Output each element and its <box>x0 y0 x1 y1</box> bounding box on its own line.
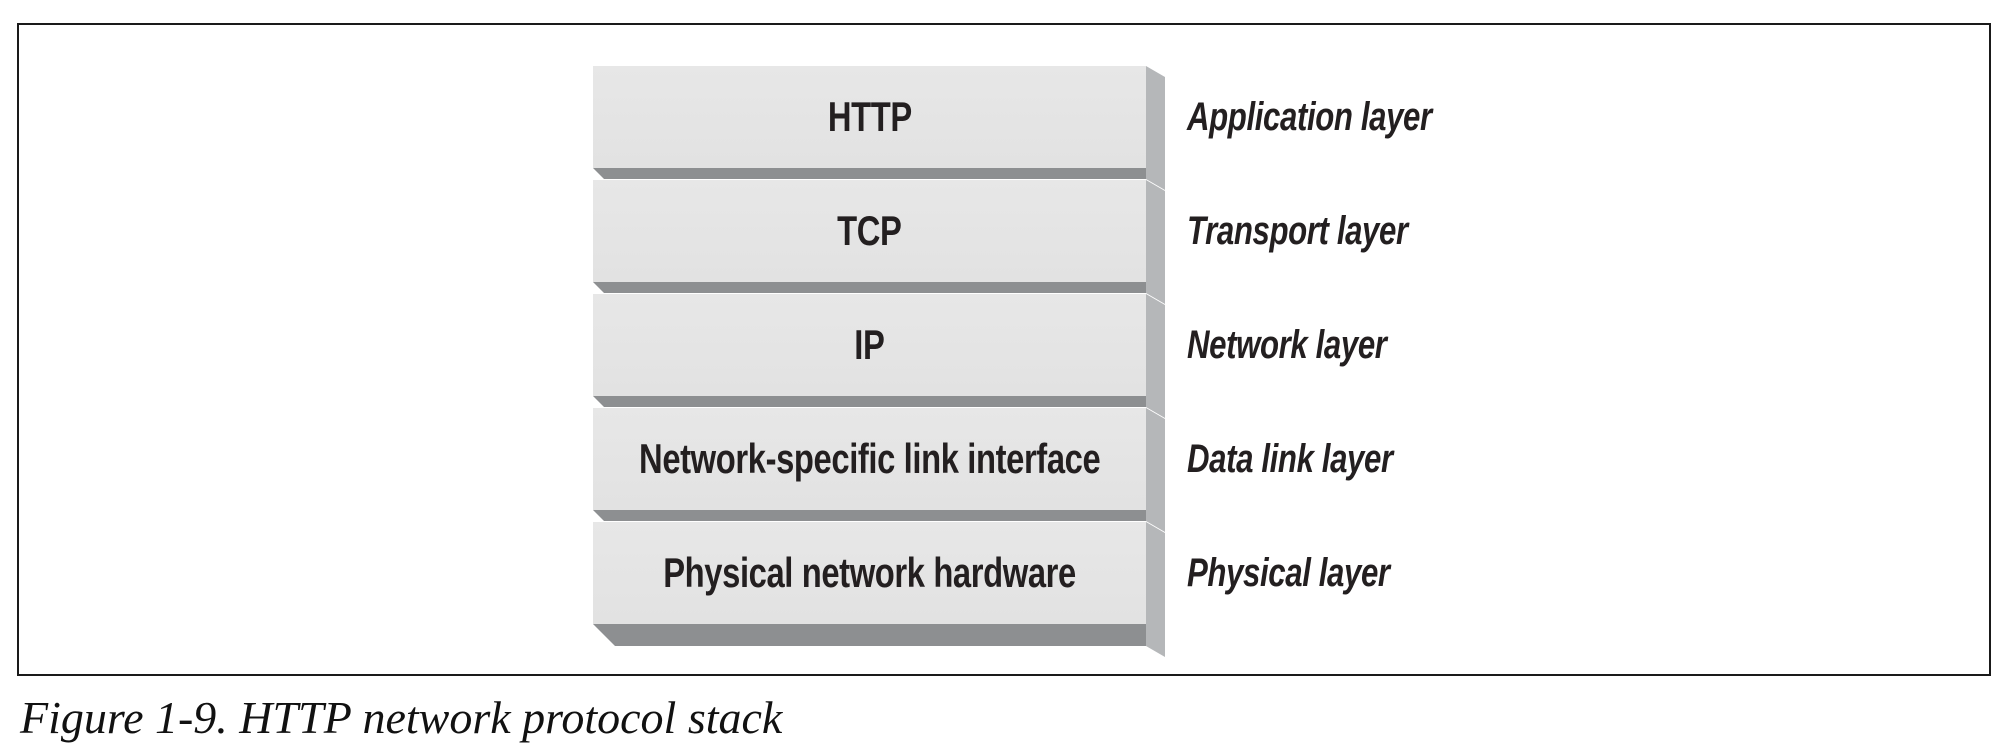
box-3d-bottom <box>593 282 1146 293</box>
protocol-label: TCP <box>837 207 902 254</box>
box-face: IP <box>593 294 1146 396</box>
box-3d-bottom <box>593 396 1146 407</box>
protocol-box-tcp: TCP <box>593 180 1165 315</box>
box-face: Physical network hardware <box>593 522 1146 624</box>
protocol-box-ip: IP <box>593 294 1165 429</box>
box-3d-side <box>1146 66 1165 190</box>
protocol-box-link-interface: Network-specific link interface <box>593 408 1165 543</box>
layer-label-physical: Physical layer <box>1187 551 1390 595</box>
box-face: TCP <box>593 180 1146 282</box>
box-3d-side <box>1146 408 1165 532</box>
protocol-label: IP <box>854 321 885 368</box>
box-3d-side <box>1146 522 1165 657</box>
box-3d-bottom <box>593 510 1146 521</box>
figure-caption: Figure 1-9. HTTP network protocol stack <box>20 692 783 743</box>
protocol-label: HTTP <box>827 93 912 140</box>
protocol-box-physical-hardware: Physical network hardware <box>593 522 1165 657</box>
layer-label-application: Application layer <box>1187 95 1432 139</box>
protocol-stack: HTTP TCP IP Network-specific link interf… <box>593 66 1193 666</box>
box-3d-bottom <box>593 624 1146 646</box>
box-3d-side <box>1146 294 1165 418</box>
box-face: Network-specific link interface <box>593 408 1146 510</box>
box-3d-bottom <box>593 168 1146 179</box>
layer-label-data-link: Data link layer <box>1187 437 1393 481</box>
box-face: HTTP <box>593 66 1146 168</box>
protocol-label: Physical network hardware <box>663 549 1076 596</box>
layer-label-network: Network layer <box>1187 323 1387 367</box>
protocol-label: Network-specific link interface <box>638 435 1101 482</box>
protocol-box-http: HTTP <box>593 66 1165 201</box>
layer-label-transport: Transport layer <box>1187 209 1408 253</box>
box-3d-side <box>1146 180 1165 304</box>
